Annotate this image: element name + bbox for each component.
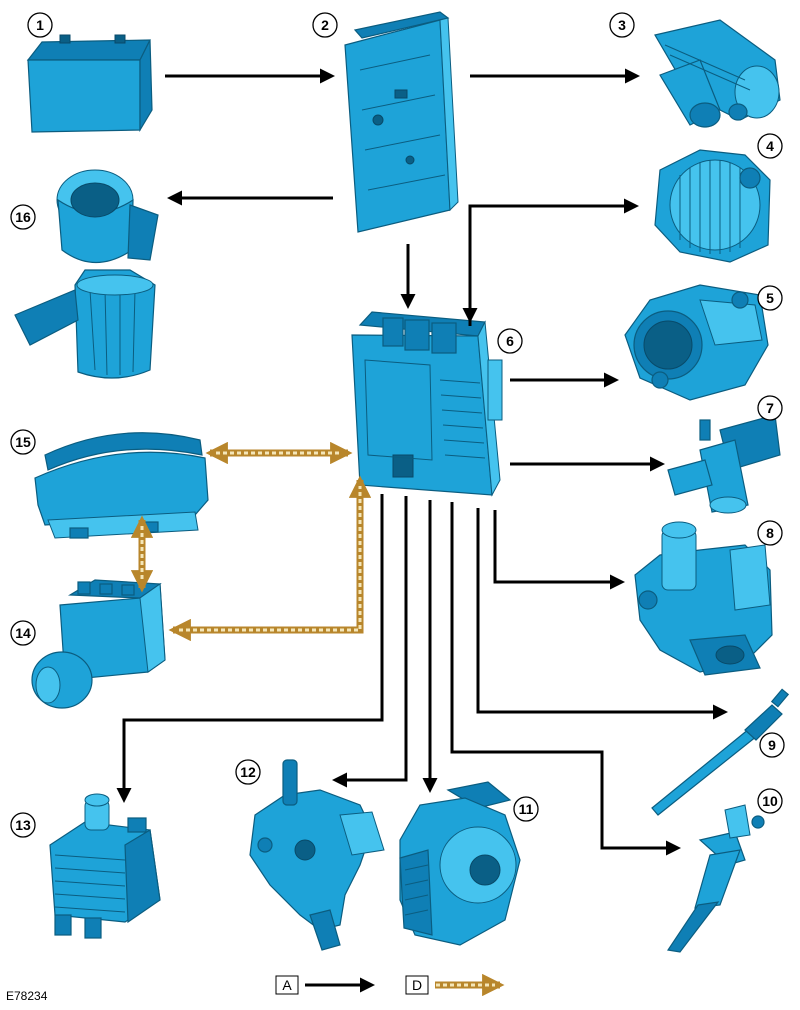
- fuel-pressure-sensor-part: [667, 414, 781, 514]
- link-6-to-13: [116, 494, 384, 803]
- central-junction-box-part: [344, 11, 459, 233]
- legend: A D: [275, 973, 505, 997]
- battery-part: [26, 34, 153, 133]
- generator-part: [654, 149, 771, 263]
- throttle-body-part: [624, 284, 769, 401]
- callout-2: 2: [312, 12, 338, 38]
- svg-text:6: 6: [506, 333, 514, 349]
- egr-valve-part: [634, 521, 773, 676]
- callout-16: 16: [10, 204, 36, 230]
- callout-9: 9: [759, 732, 785, 758]
- hardwired-connections: [116, 68, 728, 856]
- legend-hardwired-label: A: [282, 977, 292, 993]
- link-6-to-10: [450, 502, 681, 856]
- svg-text:8: 8: [766, 525, 774, 541]
- svg-text:13: 13: [15, 817, 31, 833]
- callout-4: 4: [757, 133, 783, 159]
- fuel-pump-module-part: [14, 169, 159, 379]
- high-pressure-fuel-pump-part: [249, 759, 385, 951]
- fuel-injector-part: [666, 804, 765, 953]
- callout-3: 3: [609, 12, 635, 38]
- svg-text:5: 5: [766, 290, 774, 306]
- link-6-to-8: [493, 510, 625, 590]
- fuel-fired-booster-heater-part: [49, 793, 161, 939]
- link-6-to-4: [468, 198, 639, 326]
- callouts: 1 2 3 4 5 6 7 8 9 10 11 12 13 14 15 16: [10, 12, 785, 838]
- legend-can-label: D: [412, 977, 422, 993]
- link-14-to-6-can: [168, 475, 372, 642]
- engine-control-module-part: [351, 311, 503, 497]
- callout-15: 15: [10, 429, 36, 455]
- svg-text:16: 16: [15, 209, 31, 225]
- svg-text:1: 1: [36, 17, 44, 33]
- svg-text:2: 2: [321, 17, 329, 33]
- callout-8: 8: [757, 520, 783, 546]
- callout-1: 1: [27, 12, 53, 38]
- svg-text:7: 7: [766, 400, 774, 416]
- starter-motor-part: [654, 19, 781, 128]
- link-6-to-12: [332, 496, 408, 788]
- callout-6: 6: [497, 328, 523, 354]
- link-6-to-9: [476, 508, 728, 720]
- svg-text:15: 15: [15, 434, 31, 450]
- svg-text:9: 9: [768, 737, 776, 753]
- svg-text:12: 12: [240, 764, 256, 780]
- callout-13: 13: [10, 812, 36, 838]
- glow-plug-part: [651, 688, 790, 816]
- legend-can: D: [405, 973, 505, 997]
- callout-10: 10: [757, 788, 783, 814]
- can-bus-connections: [130, 441, 372, 642]
- svg-text:10: 10: [762, 793, 778, 809]
- svg-text:11: 11: [519, 801, 534, 817]
- figure-reference: E78234: [6, 989, 48, 1003]
- callout-12: 12: [235, 759, 261, 785]
- callout-14: 14: [10, 620, 36, 646]
- legend-hardwired: A: [275, 975, 375, 995]
- abs-module-part: [31, 579, 166, 709]
- svg-text:3: 3: [618, 17, 626, 33]
- callout-11: 11: [513, 796, 539, 822]
- callout-7: 7: [757, 395, 783, 421]
- callout-5: 5: [757, 285, 783, 311]
- turbocharger-part: [399, 781, 521, 946]
- instrument-cluster-part: [34, 432, 209, 539]
- svg-text:14: 14: [15, 625, 31, 641]
- svg-text:4: 4: [766, 138, 774, 154]
